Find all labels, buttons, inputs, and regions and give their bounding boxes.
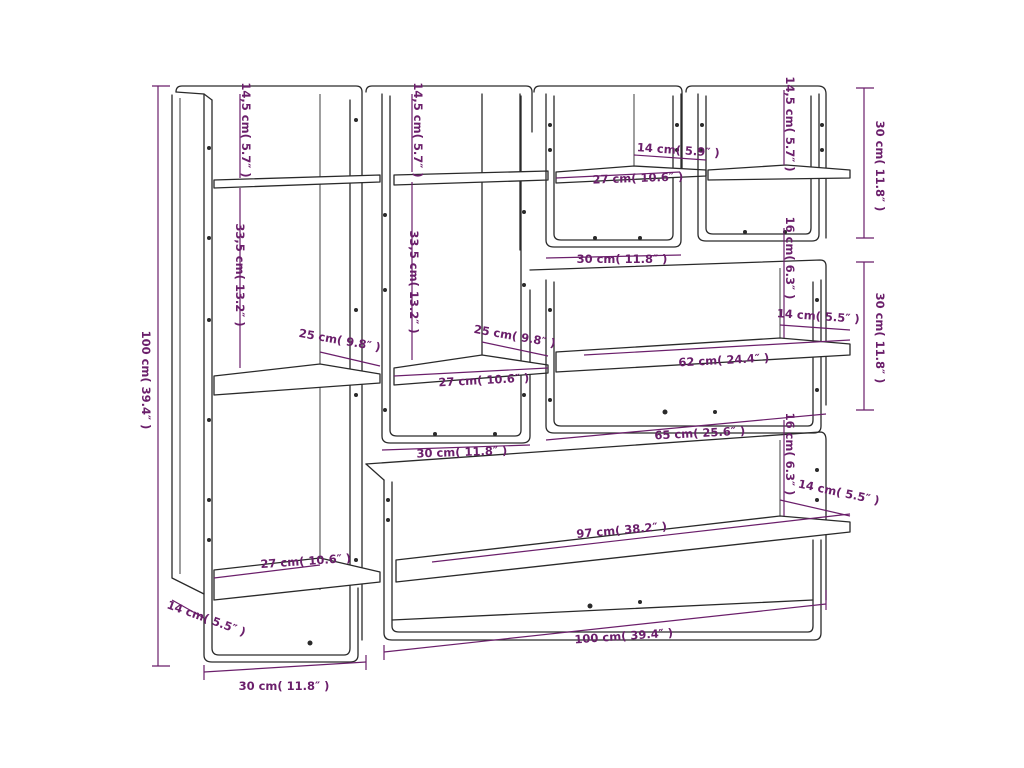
left-mid-shelf (213, 363, 381, 396)
label-c2-width: 30 cm( 11.8″ ) (416, 443, 507, 460)
column-2-unit (365, 85, 549, 444)
left-bottom-shelf (213, 557, 381, 601)
label-left-mid-gap: 33,5 cm( 13.2″ ) (233, 223, 247, 326)
label-c4-top-gap: 14,5 cm( 5.7″ ) (783, 76, 797, 171)
c4-shelf (707, 164, 851, 181)
bottom-unit (365, 431, 851, 641)
label-right-mid-height: 30 cm( 11.8″ ) (873, 293, 887, 384)
middle-unit (529, 259, 851, 434)
mid-shelf (555, 337, 851, 373)
left-top-shelf (213, 174, 381, 189)
c2-bottom-shelf (393, 354, 549, 386)
label-c3-depth: 14 cm( 5.9″ ) (636, 140, 720, 160)
label-left-shelf-width: 27 cm( 10.6″ ) (260, 551, 352, 571)
column-4-unit (685, 85, 851, 242)
label-c2-top-gap: 14,5 cm( 5.7″ ) (411, 82, 425, 177)
label-mid-shelf-width: 62 cm( 24.4″ ) (678, 351, 769, 370)
label-mid-depth: 14 cm( 5.5″ ) (776, 306, 860, 326)
label-c3-width: 30 cm( 11.8″ ) (577, 252, 668, 266)
bottom-shelf (395, 515, 851, 583)
column-3-unit (533, 85, 707, 248)
label-mid-gap: 16 cm( 6.3″ ) (783, 217, 797, 300)
left-unit (171, 85, 381, 663)
label-bot-width: 100 cm( 39.4″ ) (574, 626, 674, 647)
label-left-width: 30 cm( 11.8″ ) (239, 679, 330, 693)
dimension-lines (152, 85, 874, 680)
label-bot-depth: 14 cm( 5.5″ ) (797, 477, 881, 508)
label-overall-height: 100 cm( 39.4″ ) (139, 331, 153, 430)
label-mid-width: 65 cm( 25.6″ ) (654, 424, 745, 443)
label-right-top-height: 30 cm( 11.8″ ) (873, 121, 887, 212)
c2-top-shelf (393, 170, 549, 186)
label-left-shelf-diag: 25 cm( 9.8″ ) (298, 326, 382, 354)
label-left-top-gap: 14,5 cm( 5.7″ ) (239, 82, 253, 177)
label-c2-shelf-diag: 25 cm( 9.8″ ) (473, 322, 557, 350)
label-c3-shelf-width: 27 cm( 10.6″ ) (592, 169, 683, 186)
label-c2-shelf-width: 27 cm( 10.6″ ) (438, 371, 529, 390)
label-left-depth: 14 cm( 5.5″ ) (165, 597, 248, 638)
label-c2-mid-gap: 33,5 cm( 13.2″ ) (407, 230, 421, 333)
label-bot-gap: 16 cm( 6.3″ ) (783, 413, 797, 496)
